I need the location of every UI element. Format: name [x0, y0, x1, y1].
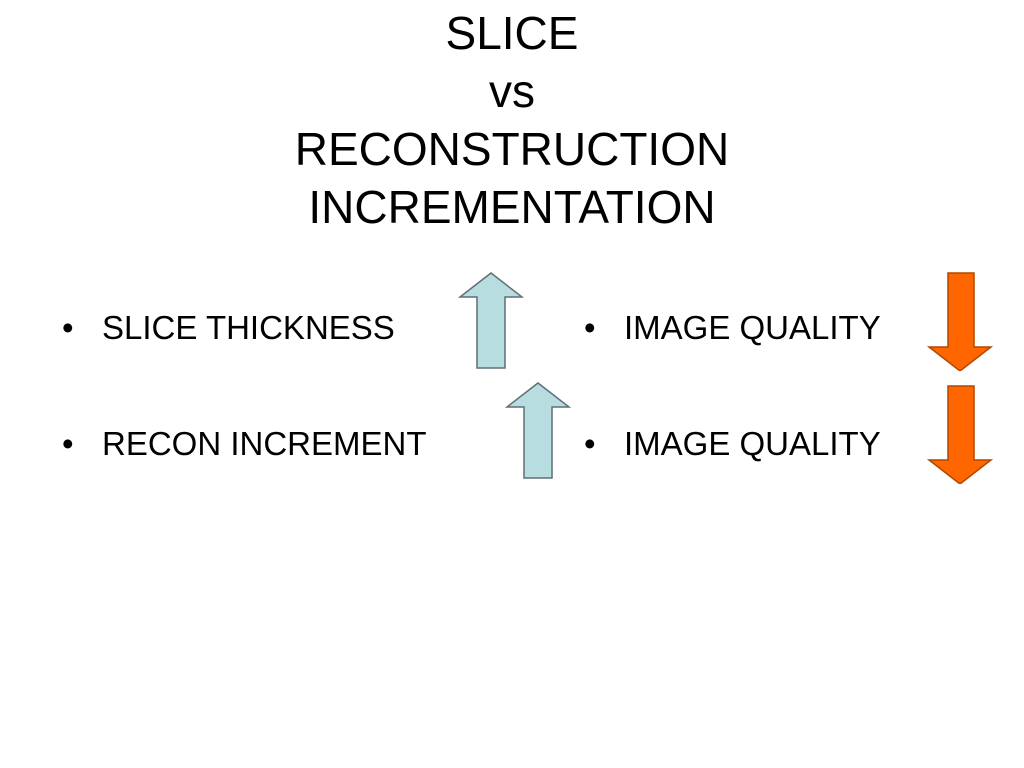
arrow-up-icon: [505, 382, 571, 479]
bullet-item-image-quality-2: • IMAGE QUALITY: [584, 424, 881, 464]
bullet-text: IMAGE QUALITY: [624, 425, 881, 462]
bullet-item-slice-thickness: • SLICE THICKNESS: [62, 308, 395, 348]
title-line-2: vs: [489, 65, 535, 117]
title-line-4: INCREMENTATION: [308, 181, 716, 233]
bullet-item-recon-increment: • RECON INCREMENT: [62, 424, 427, 464]
bullet-icon: •: [584, 425, 596, 462]
title-line-1: SLICE: [445, 7, 579, 59]
bullet-text: SLICE THICKNESS: [102, 309, 395, 346]
bullet-text: IMAGE QUALITY: [624, 309, 881, 346]
arrow-up-icon: [458, 272, 524, 369]
bullet-text: RECON INCREMENT: [102, 425, 427, 462]
title-line-3: RECONSTRUCTION: [294, 123, 730, 175]
bullet-icon: •: [62, 309, 74, 346]
arrow-down-icon: [927, 385, 993, 484]
bullet-item-image-quality-1: • IMAGE QUALITY: [584, 308, 881, 348]
bullet-icon: •: [584, 309, 596, 346]
bullet-icon: •: [62, 425, 74, 462]
arrow-down-icon: [927, 272, 993, 371]
slide-title: SLICE vs RECONSTRUCTION INCREMENTATION: [0, 4, 1024, 236]
